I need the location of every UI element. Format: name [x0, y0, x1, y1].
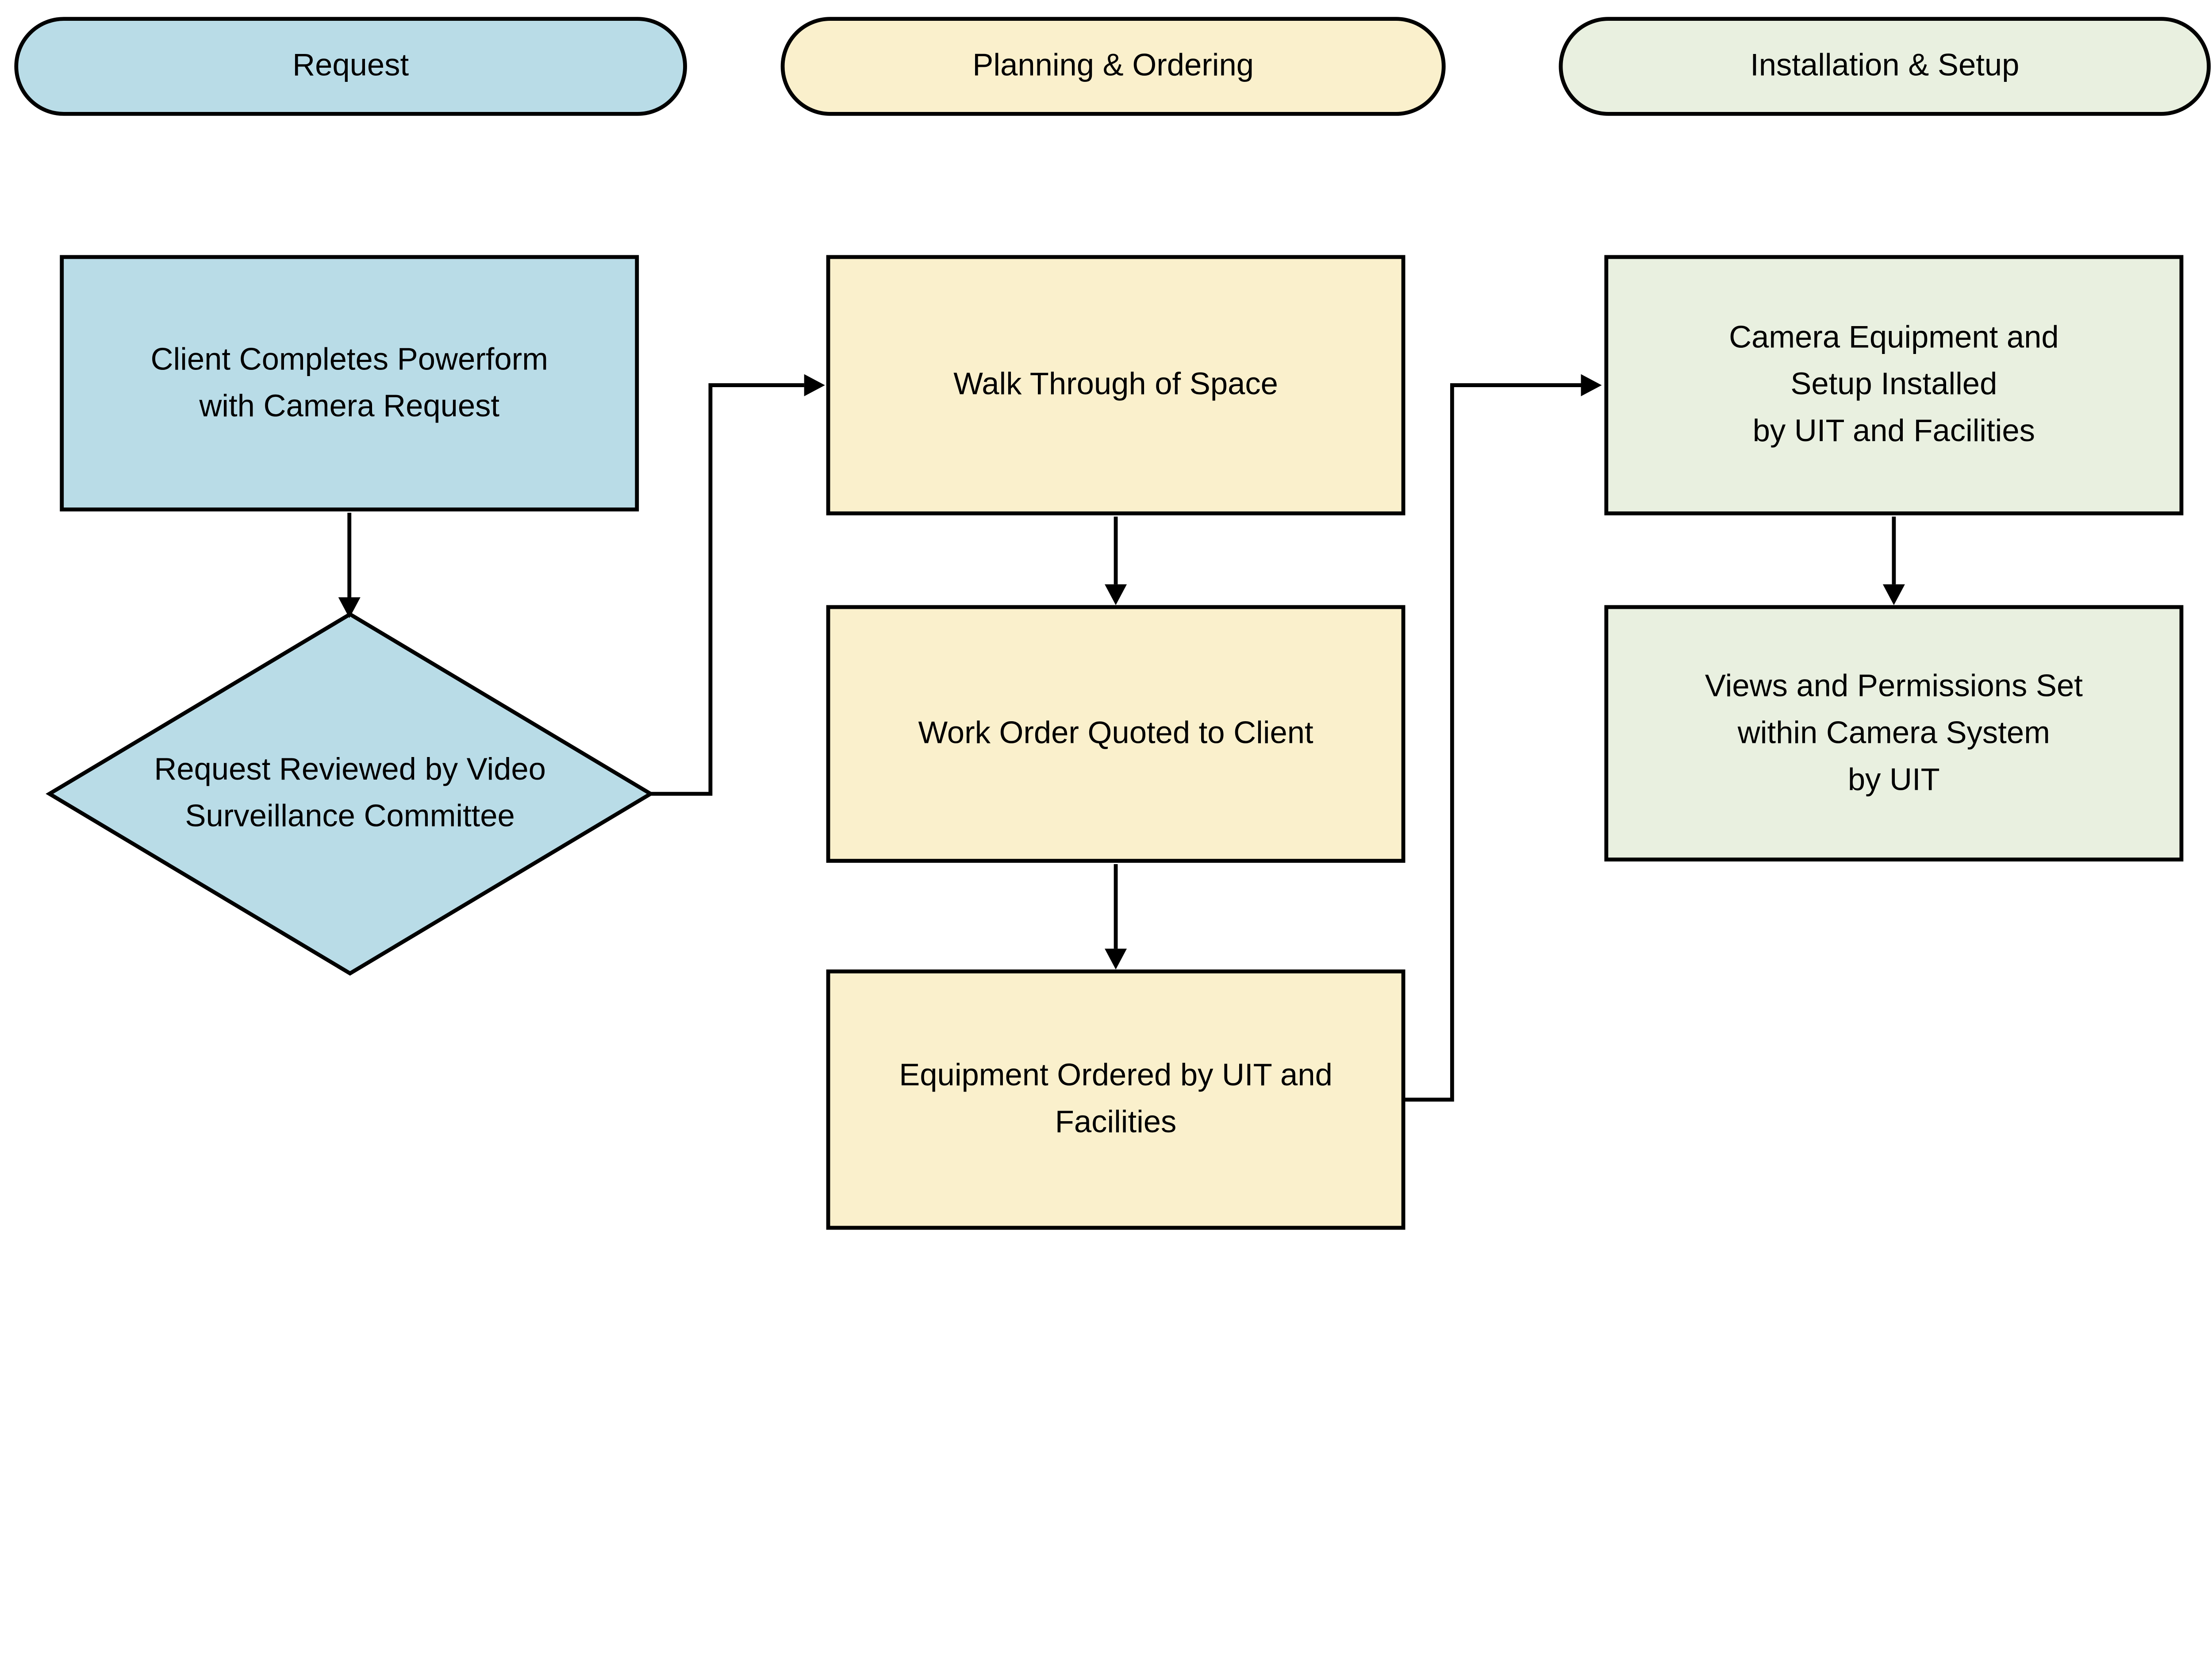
lane-header-installation-label: Installation & Setup: [1750, 48, 2020, 84]
lane-header-planning: Planning & Ordering: [780, 17, 1446, 116]
edge-review-to-walkthrough: [650, 383, 804, 796]
arrowhead-powerform-to-review: [338, 597, 361, 619]
node-work-order: Work Order Quoted to Client: [826, 605, 1406, 863]
node-work-order-label: Work Order Quoted to Client: [918, 715, 1313, 751]
arrowhead-installed-to-views: [1882, 584, 1905, 605]
arrowhead-workorder-to-equipment: [1105, 949, 1127, 970]
edge-equipment-to-installed: [1402, 383, 1581, 1102]
lane-header-request: Request: [14, 17, 687, 116]
arrowhead-equipment-to-installed: [1581, 374, 1602, 396]
node-walk-through: Walk Through of Space: [826, 255, 1406, 515]
node-walk-through-label: Walk Through of Space: [953, 367, 1278, 402]
arrowhead-walkthrough-to-workorder: [1105, 584, 1127, 605]
flowchart-canvas: Request Planning & Ordering Installation…: [14, 17, 2211, 1230]
arrowhead-review-to-walkthrough: [804, 374, 825, 396]
lane-header-planning-label: Planning & Ordering: [972, 48, 1254, 84]
lane-header-installation: Installation & Setup: [1559, 17, 2211, 116]
lane-header-request-label: Request: [292, 48, 409, 84]
